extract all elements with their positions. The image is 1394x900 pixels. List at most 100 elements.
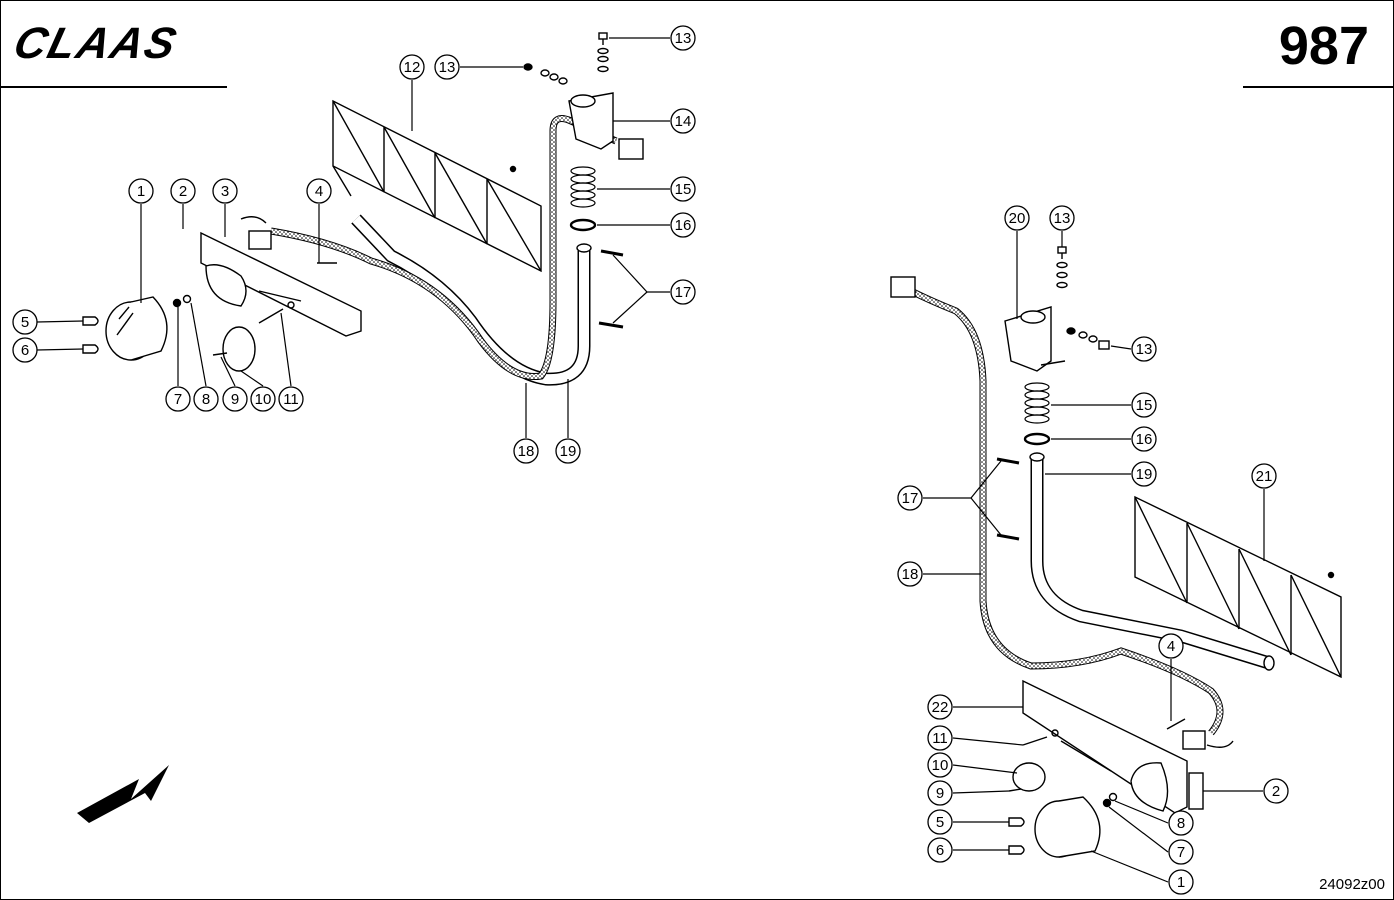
svg-text:12: 12 (404, 59, 421, 76)
nut-7-right (1102, 798, 1112, 808)
svg-text:1: 1 (137, 183, 145, 200)
ring-16-left (569, 218, 597, 232)
bulb-6-right (1008, 845, 1025, 855)
svg-text:17: 17 (902, 490, 919, 507)
tube-end-right (1029, 452, 1045, 462)
callout-21-right: 21 (1251, 463, 1277, 489)
callout-7-right: 7 (1168, 839, 1194, 865)
callout-13b-right: 13 (1131, 336, 1157, 362)
pin-17b-right (996, 533, 1020, 541)
tube-end-right-2 (1263, 655, 1275, 671)
callout-18-left: 18 (513, 438, 539, 464)
svg-text:5: 5 (21, 314, 29, 331)
washer-8-right (1108, 792, 1118, 802)
bolt-13-side-right (1066, 327, 1110, 350)
callout-15-left: 15 (670, 176, 696, 202)
right-assembly (890, 246, 1342, 858)
callout-5-left: 5 (12, 309, 38, 335)
bolt-13-top-right (1056, 246, 1068, 289)
svg-text:7: 7 (174, 391, 182, 408)
callouts (36, 37, 1265, 883)
svg-text:11: 11 (932, 730, 948, 747)
svg-text:15: 15 (675, 181, 692, 198)
svg-text:22: 22 (932, 699, 949, 716)
svg-text:16: 16 (675, 217, 692, 234)
callout-9-right: 9 (927, 780, 953, 806)
svg-text:4: 4 (315, 183, 323, 200)
connector-plug-left (248, 230, 272, 250)
reflector-10-left (222, 326, 256, 372)
callout-1-right: 1 (1168, 869, 1194, 895)
screw-9-right (1008, 788, 1022, 792)
drawing-id: 24092z00 (1319, 876, 1385, 893)
lamp-bracket-left (200, 231, 362, 337)
callout-7-left: 7 (165, 386, 191, 412)
callout-11-right: 11 (927, 725, 953, 751)
connector-plug-right-top (890, 276, 916, 298)
tail-lamp-right (1034, 796, 1101, 858)
support-tube-inner-right (1032, 459, 1271, 668)
bulb-5-right (1008, 817, 1025, 827)
svg-text:6: 6 (936, 842, 944, 859)
tail-lamp-left (105, 296, 168, 361)
callout-11-left: 11 (278, 386, 304, 412)
svg-text:13: 13 (439, 59, 456, 76)
washer-11-left (287, 301, 295, 309)
connector-plug-right (1182, 730, 1206, 750)
pin-17a-left (600, 249, 624, 257)
bulb-6-left (82, 344, 99, 354)
svg-text:2: 2 (1272, 783, 1280, 800)
bolt-11-right (1022, 736, 1048, 746)
callout-8-left: 8 (193, 386, 219, 412)
callout-3-left: 3 (212, 178, 238, 204)
callout-2-left: 2 (170, 178, 196, 204)
bulb-5-left (82, 316, 99, 326)
callout-2-right: 2 (1263, 778, 1289, 804)
svg-text:8: 8 (1177, 815, 1185, 832)
pin-17b-left (598, 321, 624, 329)
svg-text:13: 13 (1054, 210, 1071, 227)
svg-text:18: 18 (518, 443, 535, 460)
spring-15-right (1024, 382, 1050, 424)
callout-13a-left: 13 (434, 54, 460, 80)
callout-10-right: 10 (927, 752, 953, 778)
callout-16-right: 16 (1131, 426, 1157, 452)
tube-end-left (576, 243, 592, 253)
svg-text:9: 9 (936, 785, 944, 802)
svg-text:13: 13 (1136, 341, 1153, 358)
washer-8-left (182, 294, 192, 304)
svg-text:6: 6 (21, 342, 29, 359)
cable-inner-left (270, 116, 618, 380)
ground-wire-right (1206, 740, 1234, 748)
callout-4-right: 4 (1158, 633, 1184, 659)
svg-text:5: 5 (936, 814, 944, 831)
callout-17-left: 17 (670, 279, 696, 305)
callout-13b-left: 13 (670, 25, 696, 51)
reflector-plate-left (332, 99, 542, 273)
callout-16-left: 16 (670, 212, 696, 238)
svg-text:1: 1 (1177, 874, 1185, 891)
svg-text:19: 19 (560, 443, 577, 460)
reflector-plate-right (1134, 495, 1342, 679)
svg-text:8: 8 (202, 391, 210, 408)
cable-inner-right (909, 288, 1223, 735)
svg-text:9: 9 (231, 391, 239, 408)
bolt-11-left (258, 308, 284, 324)
callout-9-left: 9 (222, 386, 248, 412)
callout-5-right: 5 (927, 809, 953, 835)
lamp-bracket-right (1022, 679, 1188, 814)
svg-text:2: 2 (179, 183, 187, 200)
svg-text:10: 10 (255, 391, 272, 408)
lamp-holder-20-right (1004, 306, 1066, 372)
svg-text:13: 13 (675, 30, 692, 47)
ground-wire-left (240, 216, 267, 224)
callout-17-right: 17 (897, 485, 923, 511)
svg-text:18: 18 (902, 566, 919, 583)
svg-text:16: 16 (1136, 431, 1153, 448)
callout-19-left: 19 (555, 438, 581, 464)
callout-19-right: 19 (1131, 461, 1157, 487)
svg-text:19: 19 (1136, 466, 1153, 483)
callout-14-left: 14 (670, 108, 696, 134)
